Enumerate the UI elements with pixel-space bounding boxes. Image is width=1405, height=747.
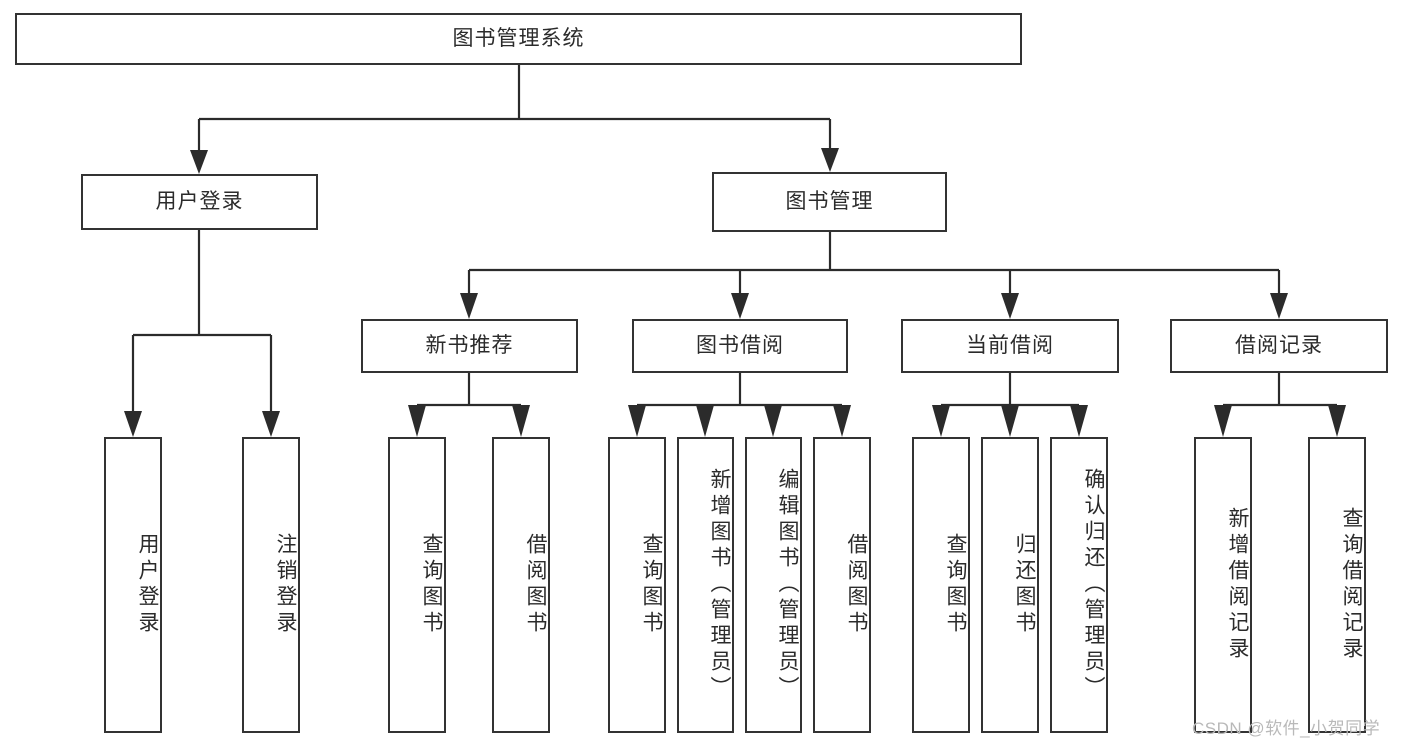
leaf-borrow-books-newbook[interactable]: 借阅图书 [492,437,550,733]
node-label: 查询图书 [420,533,443,637]
arrowhead-borrowbook-l2 [696,405,714,437]
node-label: 确认归还（管理员） [1082,468,1105,702]
arrowhead-userlogin-c2 [262,411,280,437]
leaf-borrow-books[interactable]: 借阅图书 [813,437,871,733]
arrowhead-borrowrecord-l1 [1214,405,1232,437]
node-user-login[interactable]: 用户登录 [81,174,318,230]
arrowhead-currentborrow-l2 [1001,405,1019,437]
arrowhead-bookmgmt [821,148,839,172]
node-label: 新增图书（管理员） [708,468,731,702]
leaf-add-book-admin[interactable]: 新增图书（管理员） [677,437,734,733]
arrowhead-newbook [460,293,478,319]
arrowhead-borrowbook-l4 [833,405,851,437]
node-borrowing-record[interactable]: 借阅记录 [1170,319,1388,373]
node-label: 用户登录 [136,533,159,637]
arrowhead-borrowbook-l3 [764,405,782,437]
node-label: 注销登录 [274,533,297,637]
arrowhead-borrowrecord-l2 [1328,405,1346,437]
leaf-add-borrow-record[interactable]: 新增借阅记录 [1194,437,1252,733]
node-label: 新书推荐 [425,334,514,358]
arrowhead-currentborrow [1001,293,1019,319]
node-label: 借阅图书 [845,533,868,637]
node-new-book-recommendation[interactable]: 新书推荐 [361,319,578,373]
node-label: 借阅记录 [1235,334,1323,358]
node-book-management[interactable]: 图书管理 [712,172,947,232]
csdn-watermark: CSDN @软件_小贺同学 [1192,719,1381,738]
node-label: 用户登录 [155,190,244,214]
node-label: 图书管理 [785,190,874,214]
leaf-logout[interactable]: 注销登录 [242,437,300,733]
arrowhead-currentborrow-l3 [1070,405,1088,437]
node-label: 编辑图书（管理员） [776,468,799,702]
node-label: 查询图书 [944,533,967,637]
arrowhead-userlogin [190,150,208,174]
arrowhead-currentborrow-l1 [932,405,950,437]
node-label: 新增借阅记录 [1226,507,1249,663]
node-label: 归还图书 [1013,533,1036,637]
node-root-library-management-system[interactable]: 图书管理系统 [15,13,1022,65]
node-book-borrowing[interactable]: 图书借阅 [632,319,848,373]
arrowhead-borrowbook [731,293,749,319]
arrowhead-borrowrecord [1270,293,1288,319]
node-label: 查询借阅记录 [1340,507,1363,663]
node-label: 图书管理系统 [452,27,585,51]
arrowhead-borrowbook-l1 [628,405,646,437]
leaf-query-books-newbook[interactable]: 查询图书 [388,437,446,733]
leaf-query-borrow-record[interactable]: 查询借阅记录 [1308,437,1366,733]
node-label: 图书借阅 [696,334,784,358]
leaf-return-books[interactable]: 归还图书 [981,437,1039,733]
node-label: 当前借阅 [966,334,1054,358]
node-label: 查询图书 [640,533,663,637]
node-current-borrowing[interactable]: 当前借阅 [901,319,1119,373]
leaf-edit-book-admin[interactable]: 编辑图书（管理员） [745,437,802,733]
leaf-query-books-borrow[interactable]: 查询图书 [608,437,666,733]
leaf-user-login[interactable]: 用户登录 [104,437,162,733]
leaf-confirm-return-admin[interactable]: 确认归还（管理员） [1050,437,1108,733]
arrowhead-newbook-l1 [408,405,426,437]
arrowhead-userlogin-c1 [124,411,142,437]
arrowhead-newbook-l2 [512,405,530,437]
leaf-query-books-current[interactable]: 查询图书 [912,437,970,733]
node-label: 借阅图书 [524,533,547,637]
